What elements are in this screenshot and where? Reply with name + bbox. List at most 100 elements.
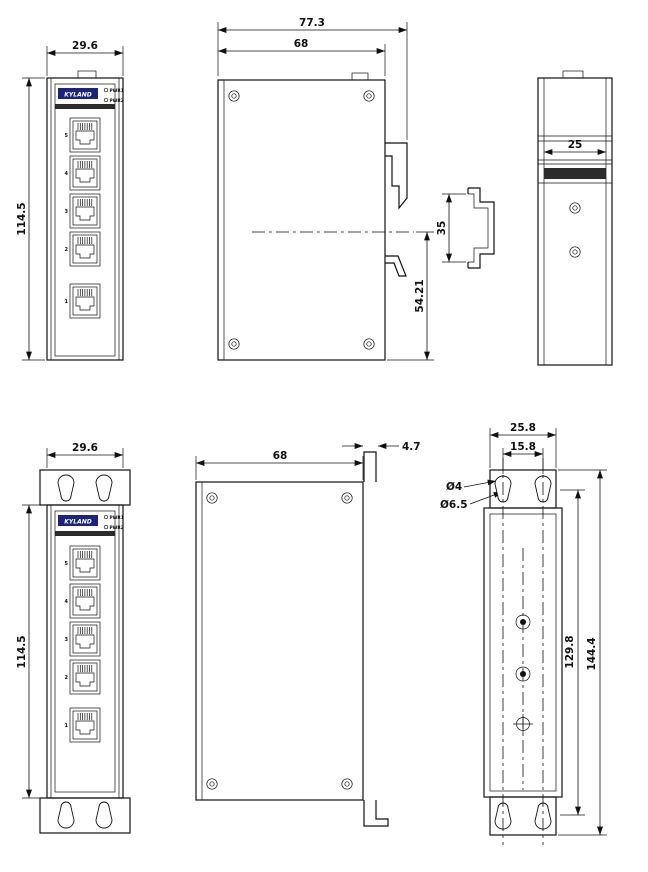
- top-tab: [562, 70, 584, 79]
- plate-hole-crosshair: [512, 713, 534, 735]
- view-side-wall-mount: 68 4.7: [195, 441, 421, 827]
- dim-label-body-depth-wall: 68: [273, 450, 288, 462]
- port-number: 2: [65, 675, 69, 681]
- dim-overall-height: 144.4: [558, 469, 607, 836]
- mount-bracket-bottom: [39, 797, 131, 834]
- brand-badge: [58, 515, 98, 526]
- din-rail-slot: [544, 168, 606, 179]
- device-body-side: [195, 481, 364, 801]
- rear-screw: [569, 202, 581, 214]
- keyhole-slot: [95, 474, 113, 502]
- rj45-port: [69, 193, 101, 229]
- rj45-port: [69, 583, 101, 619]
- dim-rail-height: 35: [436, 193, 466, 263]
- keyhole-slot: [57, 801, 75, 829]
- keyhole-slot: [57, 474, 75, 502]
- pwr1-led: [103, 87, 109, 93]
- dim-label-slot-dia: Ø4: [446, 481, 462, 493]
- dim-label-rail-height: 35: [436, 221, 448, 236]
- corner-screw: [206, 778, 218, 790]
- rj45-port: [69, 283, 101, 319]
- brand-label: KYLAND: [64, 519, 91, 526]
- din-clip-hook: [385, 142, 408, 210]
- view-rear-wall-mount: 25.8 15.8 Ø4 Ø6.5 12: [440, 422, 607, 845]
- hole-callouts: Ø4 Ø6.5: [440, 479, 503, 511]
- dim-label-rail-offset: 54.21: [414, 279, 426, 312]
- port-number: 3: [65, 209, 69, 215]
- pwr2-label: PWR2: [110, 525, 124, 531]
- mount-bracket-top: [39, 469, 131, 506]
- brand-label: KYLAND: [64, 92, 91, 99]
- front-panel: [54, 83, 116, 357]
- rj45-port: [69, 231, 101, 267]
- corner-screw: [341, 778, 353, 790]
- device-body: [46, 77, 124, 361]
- dim-label-body-depth: 68: [294, 38, 309, 50]
- pwr1-led: [103, 514, 109, 520]
- dim-label-plate-lip: 4.7: [402, 441, 421, 453]
- pwr1-label: PWR1: [110, 515, 124, 521]
- dim-overall-depth: 77.3: [217, 17, 408, 140]
- corner-screw: [341, 492, 353, 504]
- top-tab: [77, 70, 97, 79]
- dim-label-hole-span: 129.8: [564, 635, 576, 668]
- mount-plate-bottom-foot: [363, 800, 389, 827]
- pwr2-led: [103, 97, 109, 103]
- port-number: 4: [65, 171, 69, 177]
- port-number: 1: [65, 299, 69, 305]
- dim-rail-width: 25: [544, 139, 606, 155]
- dim-front-width-wall: 29.6: [46, 442, 124, 468]
- port-number: 5: [65, 561, 69, 567]
- dim-label-rail-width: 25: [568, 139, 583, 151]
- rj45-port: [69, 155, 101, 191]
- rj45-port: [69, 707, 101, 743]
- dim-label-front-height-wall: 114.5: [16, 635, 28, 668]
- device-body-rear: [537, 77, 613, 366]
- rail-profile-outer: [468, 187, 495, 269]
- dim-body-depth-wall: 68: [195, 450, 364, 480]
- dim-hole-spacing: 15.8: [502, 441, 544, 474]
- port-number: 3: [65, 637, 69, 643]
- dim-front-width: 29.6: [46, 40, 124, 76]
- mount-plate-inner: [489, 513, 557, 792]
- view-side-din-rail: 77.3 68 54.21: [217, 17, 434, 361]
- view-front-din-rail: 29.6 114.5 KYLAND PWR1 PWR2 5 4 3 2 1: [16, 40, 124, 361]
- dim-hole-span: 129.8: [560, 489, 585, 816]
- dim-rail-center-to-bottom: 54.21: [387, 231, 434, 361]
- pwr1-label: PWR1: [110, 88, 124, 94]
- port-number: 5: [65, 133, 69, 139]
- port-number: 4: [65, 599, 69, 605]
- rj45-port: [69, 545, 101, 581]
- panel-divider: [55, 104, 115, 109]
- view-rear-din-rail: 25: [537, 70, 613, 366]
- dim-label-front-height: 114.5: [16, 202, 28, 235]
- rail-profile-inner: [468, 193, 489, 263]
- rj45-port: [69, 621, 101, 657]
- panel-divider: [55, 531, 115, 536]
- brand-badge: [58, 88, 98, 99]
- dim-front-height-wall: 114.5: [16, 504, 45, 799]
- mount-plate: [483, 507, 563, 798]
- dim-body-depth: 68: [218, 38, 386, 76]
- din-rail-profile: 35: [436, 187, 495, 269]
- dim-label-overall-depth: 77.3: [299, 17, 325, 29]
- corner-screw: [206, 492, 218, 504]
- pwr2-led: [103, 524, 109, 530]
- rear-screw: [569, 246, 581, 258]
- device-body: [46, 504, 124, 799]
- port-number: 2: [65, 247, 69, 253]
- dim-label-hole-spacing: 15.8: [510, 441, 536, 453]
- corner-screw: [228, 338, 240, 350]
- dim-plate-lip: 4.7: [342, 441, 421, 453]
- corner-screw: [228, 90, 240, 102]
- front-panel: [54, 510, 116, 793]
- mount-plate-top-lip: [363, 451, 377, 482]
- port-number: 1: [65, 723, 69, 729]
- dim-label-bracket-width: 25.8: [510, 422, 536, 434]
- device-body-side: [217, 79, 386, 361]
- dim-label-overall-height: 144.4: [586, 637, 598, 670]
- keyhole-slot: [95, 801, 113, 829]
- rj45-port: [69, 117, 101, 153]
